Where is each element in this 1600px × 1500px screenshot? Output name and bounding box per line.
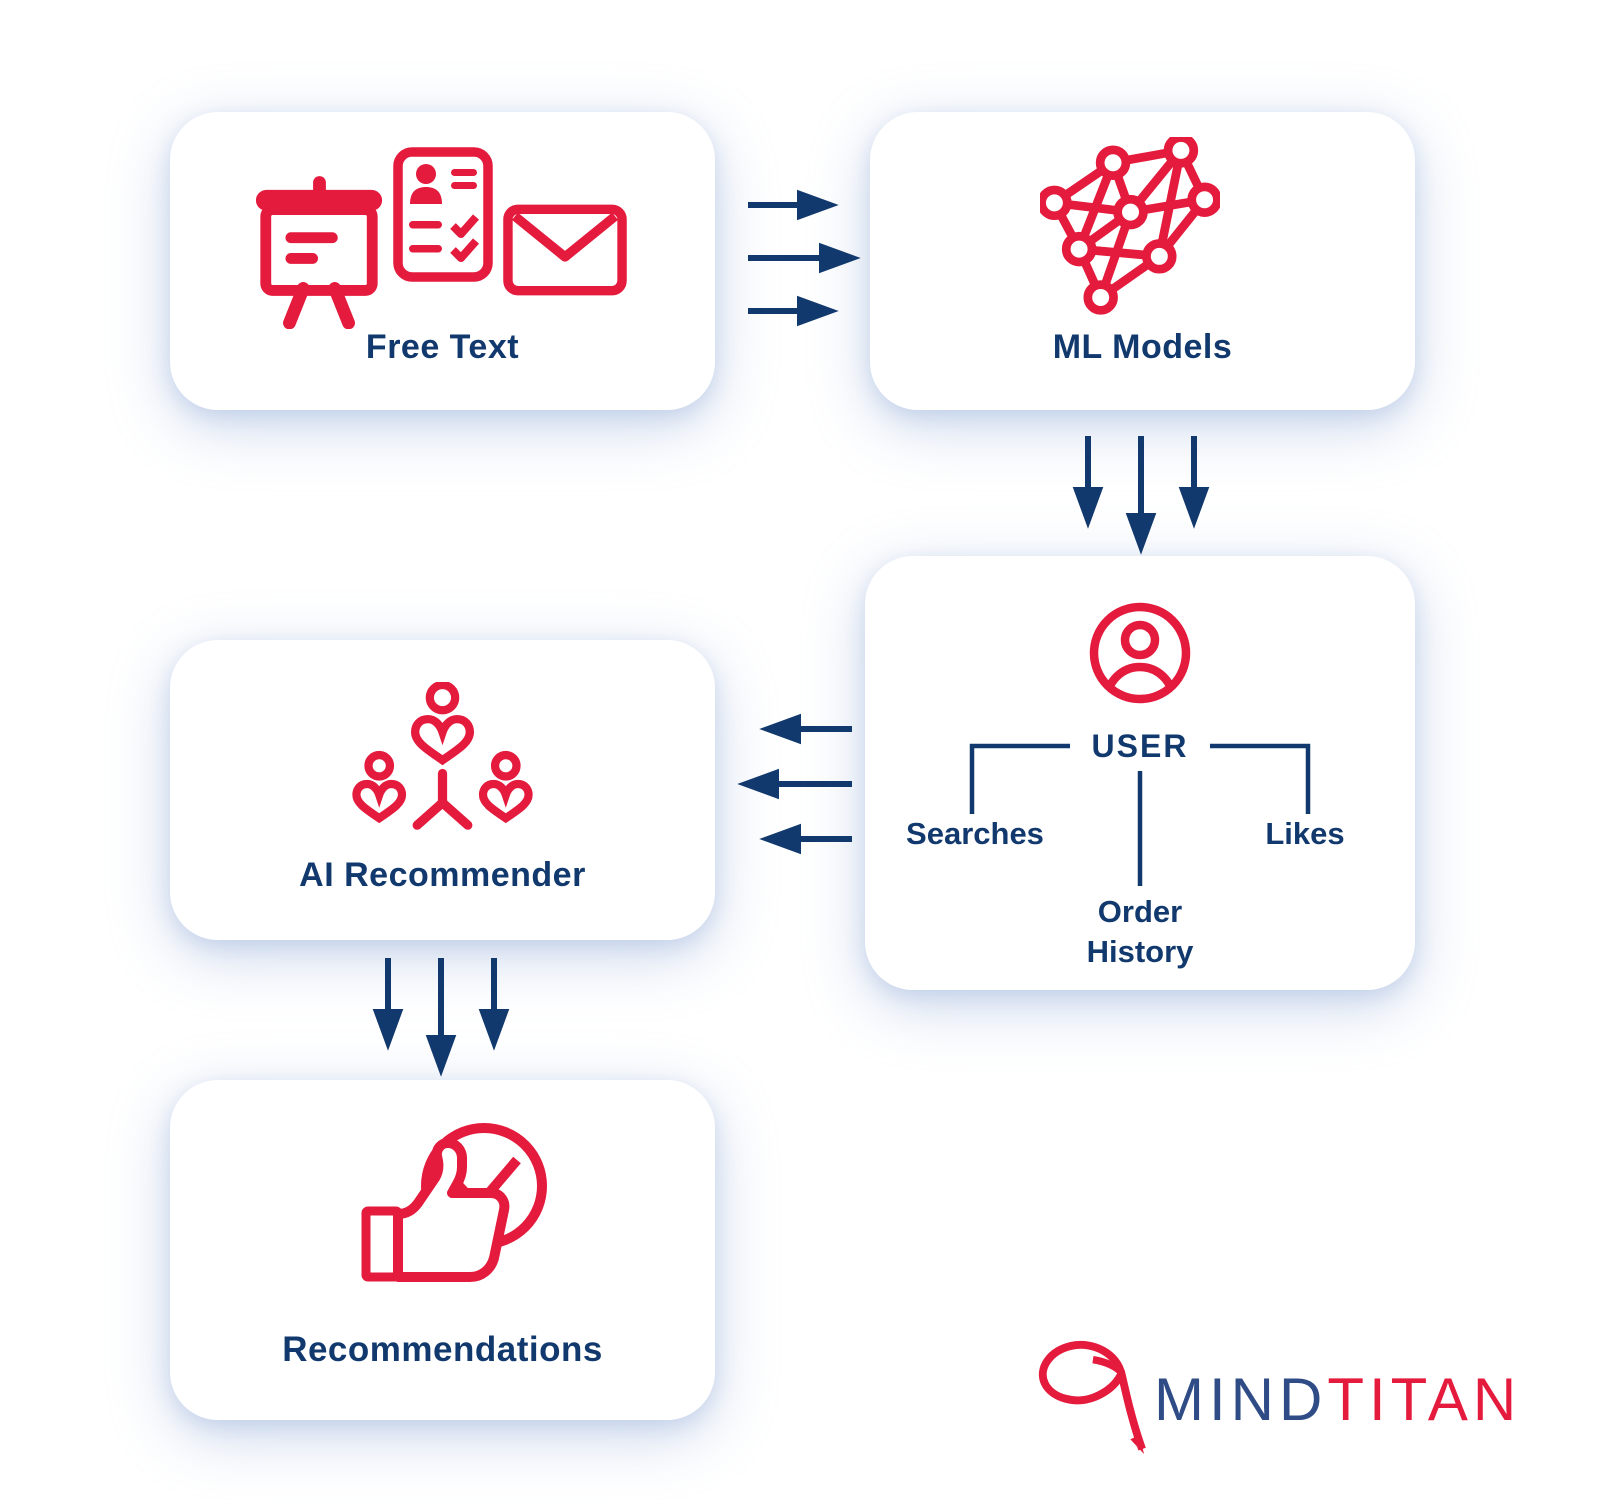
mindtitan-logo-text: MINDTITAN bbox=[1154, 1364, 1521, 1430]
document-checklist-icon bbox=[393, 147, 493, 282]
logo-titan: TITAN bbox=[1327, 1366, 1522, 1433]
presentation-board-icon bbox=[255, 176, 383, 329]
user-signal-searches: Searches bbox=[906, 816, 1044, 851]
free-text-label: Free Text bbox=[365, 328, 520, 366]
arrow-ai-recommender-to-recommendations bbox=[372, 958, 510, 1077]
ai-recommender-label: AI Recommender bbox=[299, 856, 586, 894]
mindtitan-brain-icon bbox=[1039, 1340, 1146, 1455]
recommendations-label: Recommendations bbox=[282, 1330, 603, 1369]
free-text-card: Free Text bbox=[170, 112, 715, 410]
user-label: USER bbox=[1091, 728, 1189, 764]
user-signals-tree-lines bbox=[969, 743, 1311, 886]
user-card: USER Searches Likes Order History bbox=[865, 556, 1415, 990]
ai-recommender-card: AI Recommender bbox=[170, 640, 715, 940]
arrow-ml-models-to-user bbox=[1072, 436, 1210, 555]
neural-network-icon bbox=[1040, 137, 1220, 315]
ml-models-label: ML Models bbox=[1052, 328, 1233, 366]
user-avatar-icon bbox=[1089, 602, 1191, 704]
envelope-icon bbox=[503, 204, 627, 296]
recommendations-card: Recommendations bbox=[170, 1080, 715, 1420]
arrow-user-to-ai-recommender bbox=[737, 713, 852, 855]
thumbs-up-check-icon bbox=[361, 1123, 547, 1282]
user-signal-likes: Likes bbox=[1265, 816, 1345, 851]
logo-mind: MIND bbox=[1154, 1366, 1328, 1433]
arrow-free-text-to-ml-models bbox=[748, 189, 861, 327]
user-signal-order-history: Order History bbox=[1086, 894, 1194, 970]
ml-models-card: ML Models bbox=[870, 112, 1415, 410]
people-hearts-icon bbox=[350, 682, 535, 830]
mindtitan-logo: MINDTITAN bbox=[1030, 1322, 1521, 1472]
